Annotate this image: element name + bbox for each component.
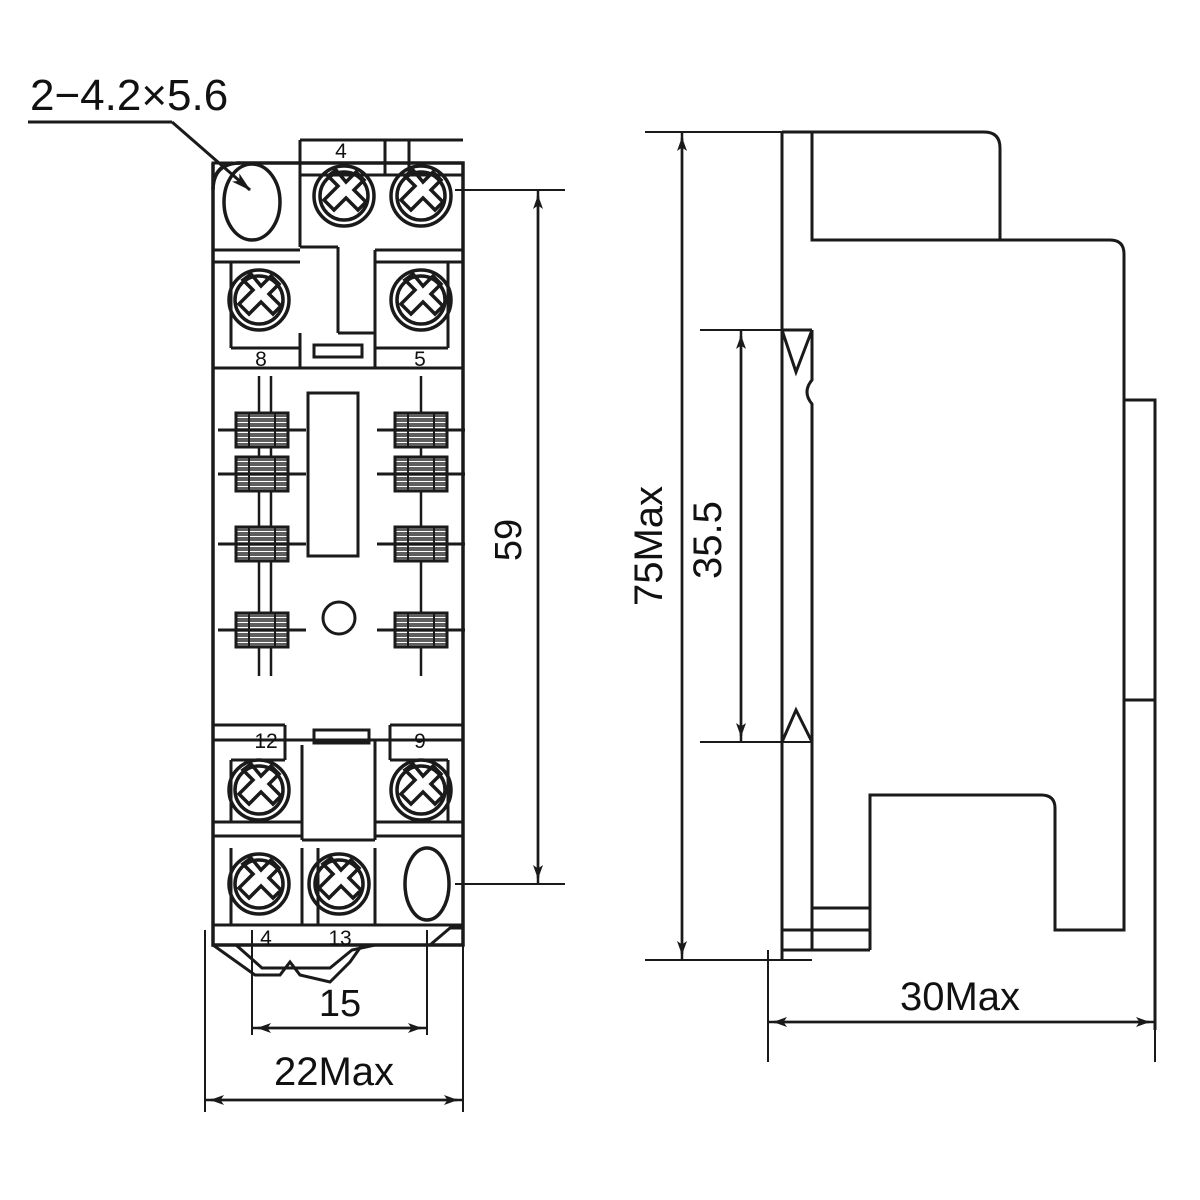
- side-right-tab: [1124, 398, 1157, 702]
- bottom-latch-inner: [235, 943, 376, 970]
- front-view: 4 8 5 12 9 4 13: [211, 138, 467, 984]
- lower-block-frame: [211, 738, 465, 947]
- break-symbol-top: [780, 329, 814, 377]
- side-upper-step: [810, 132, 1000, 242]
- mounting-slot-oval: [222, 162, 282, 242]
- center-hole: [321, 600, 357, 636]
- break-symbol-bottom: [780, 706, 814, 743]
- terminal-label-bottom-right: 13: [328, 927, 351, 950]
- upper-slot: [312, 343, 364, 359]
- terminal-label-bottom-left: 4: [260, 927, 272, 950]
- dim-label-355: 35.5: [686, 501, 730, 579]
- dim-label-22max: 22Max: [274, 1050, 394, 1094]
- center-slot: [306, 391, 360, 558]
- terminal-label-top-left: 4: [335, 140, 347, 163]
- side-view-dimensions: 75Max 35.5 30Max: [627, 132, 1156, 1062]
- side-view: [645, 130, 1157, 1030]
- dim-label-15: 15: [319, 983, 361, 1025]
- callout-leader-line: [171, 120, 251, 192]
- front-view-dimensions: 59 15 22Max: [204, 189, 565, 1112]
- upper-block-frame: [211, 161, 465, 370]
- dim-label-59: 59: [488, 519, 530, 561]
- terminal-label-lower-right: 9: [414, 730, 426, 753]
- terminal-label-mid-left: 8: [255, 348, 267, 371]
- dim-label-30max: 30Max: [900, 975, 1020, 1019]
- side-lower-step-right: [868, 793, 1126, 950]
- bottom-right-chamfer: [429, 926, 463, 947]
- terminal-label-lower-left: 12: [254, 730, 277, 753]
- dim-label-75max: 75Max: [627, 486, 671, 606]
- side-left-profile-jog: [805, 330, 814, 742]
- hole-callout: 2−4.2×5.6: [28, 71, 251, 192]
- lower-terminal-block: [211, 723, 465, 947]
- upper-terminal-block: [211, 138, 465, 370]
- pin-contact-area: [216, 376, 467, 676]
- hole-callout-text: 2−4.2×5.6: [30, 71, 228, 120]
- mounting-slot-oval-lower: [403, 846, 451, 922]
- terminal-label-mid-right: 5: [414, 348, 426, 371]
- lower-slot: [312, 728, 371, 745]
